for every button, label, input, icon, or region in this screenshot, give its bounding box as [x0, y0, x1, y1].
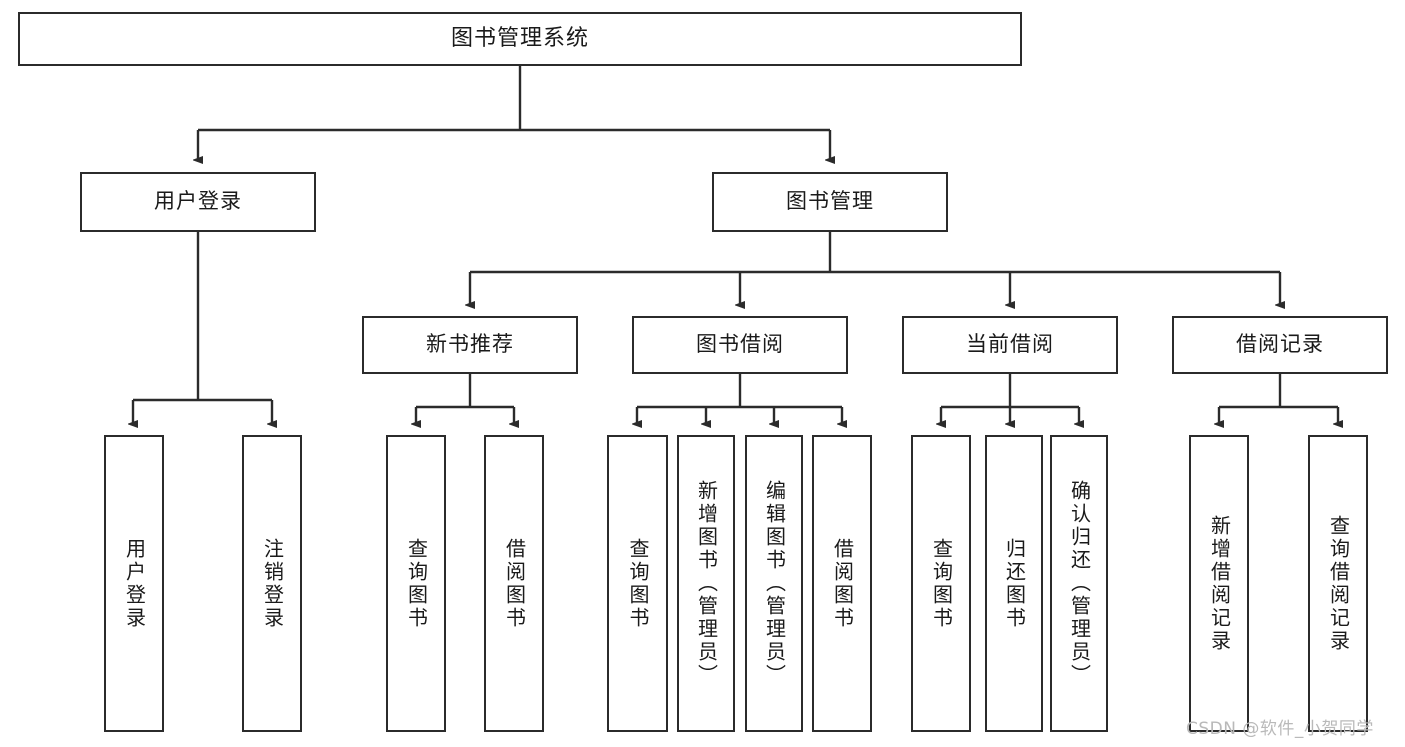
leaf-label: 查询图书 — [929, 537, 954, 630]
leaf-label: 新增图书（管理员） — [694, 480, 719, 687]
watermark: CSDN @软件_小贺同学 — [1186, 719, 1374, 739]
node-label: 图书管理 — [786, 189, 874, 214]
leaf-user-login[interactable]: 用户登录 — [104, 435, 164, 732]
leaf-logout[interactable]: 注销登录 — [242, 435, 302, 732]
node-user-login[interactable]: 用户登录 — [80, 172, 316, 232]
node-label: 用户登录 — [154, 189, 242, 214]
node-label: 新书推荐 — [426, 332, 514, 357]
leaf-label: 查询图书 — [626, 537, 650, 630]
leaf-label: 编辑图书（管理员） — [762, 480, 787, 687]
leaf-borrow-book-recommend[interactable]: 借阅图书 — [484, 435, 544, 732]
leaf-query-book-recommend[interactable]: 查询图书 — [386, 435, 446, 732]
leaf-confirm-return-admin[interactable]: 确认归还（管理员） — [1050, 435, 1108, 732]
leaf-query-borrow-record[interactable]: 查询借阅记录 — [1308, 435, 1368, 732]
node-new-book-recommend[interactable]: 新书推荐 — [362, 316, 578, 374]
node-book-borrow[interactable]: 图书借阅 — [632, 316, 848, 374]
node-label: 借阅记录 — [1236, 332, 1324, 357]
node-label: 图书借阅 — [696, 332, 784, 357]
leaf-query-book-borrow[interactable]: 查询图书 — [607, 435, 668, 732]
leaf-return-book[interactable]: 归还图书 — [985, 435, 1043, 732]
leaf-label: 注销登录 — [260, 537, 285, 630]
node-label: 当前借阅 — [966, 332, 1054, 357]
leaf-label: 用户登录 — [122, 537, 147, 630]
node-root[interactable]: 图书管理系统 — [18, 12, 1022, 66]
leaf-label: 借阅图书 — [830, 537, 855, 630]
leaf-label: 新增借阅记录 — [1207, 514, 1232, 653]
leaf-label: 归还图书 — [1002, 537, 1027, 630]
node-current-borrow[interactable]: 当前借阅 — [902, 316, 1118, 374]
leaf-label: 借阅图书 — [502, 537, 527, 630]
leaf-label: 查询借阅记录 — [1326, 514, 1351, 653]
leaf-borrow-book[interactable]: 借阅图书 — [812, 435, 872, 732]
node-book-management[interactable]: 图书管理 — [712, 172, 948, 232]
leaf-label: 查询图书 — [404, 537, 429, 630]
leaf-add-borrow-record[interactable]: 新增借阅记录 — [1189, 435, 1249, 732]
leaf-query-book-current[interactable]: 查询图书 — [911, 435, 971, 732]
node-borrow-record[interactable]: 借阅记录 — [1172, 316, 1388, 374]
leaf-label: 确认归还（管理员） — [1067, 480, 1092, 687]
leaf-edit-book-admin[interactable]: 编辑图书（管理员） — [745, 435, 803, 732]
leaf-add-book-admin[interactable]: 新增图书（管理员） — [677, 435, 735, 732]
node-label: 图书管理系统 — [450, 25, 589, 51]
